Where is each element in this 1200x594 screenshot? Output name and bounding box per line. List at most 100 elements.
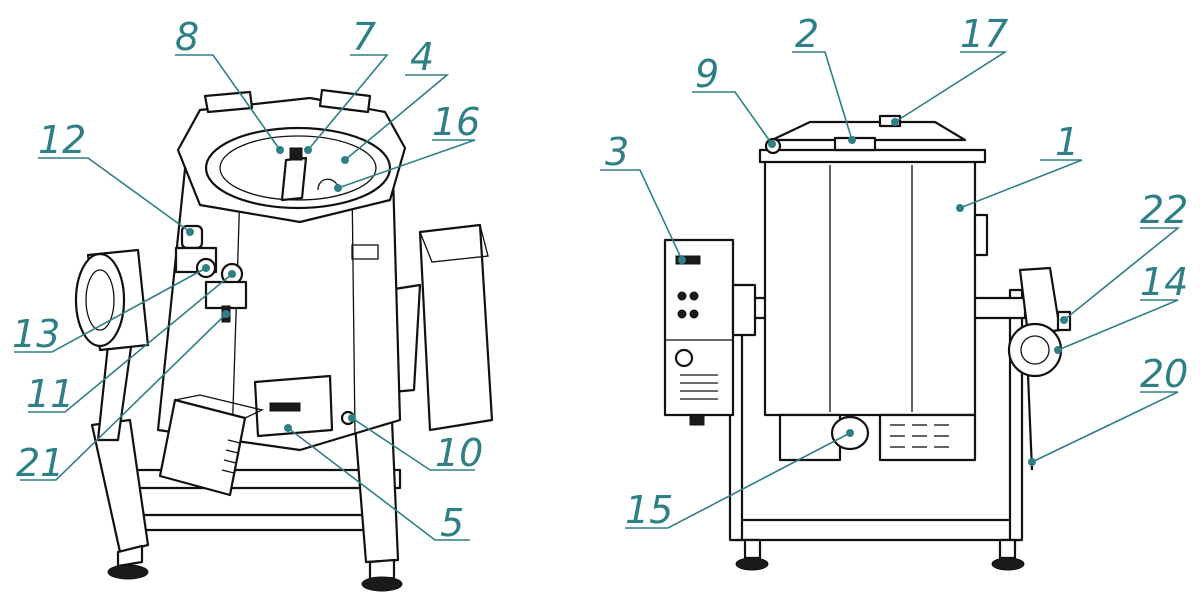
leader-22 xyxy=(1063,227,1181,321)
dot-13 xyxy=(202,264,210,272)
dot-20 xyxy=(1028,458,1036,466)
tank-seam-2 xyxy=(351,179,356,436)
heater-box xyxy=(158,398,247,497)
tank-seam-1 xyxy=(231,189,241,441)
callout-20: 20 xyxy=(1140,352,1188,396)
dot-10 xyxy=(348,414,356,422)
dot-22 xyxy=(1060,316,1068,324)
heater-box-vents xyxy=(221,439,241,474)
dot-12 xyxy=(186,228,194,236)
dot-1 xyxy=(956,204,964,212)
rear-side-bracket xyxy=(973,213,989,257)
leader-3 xyxy=(600,169,683,261)
callout-7: 7 xyxy=(352,15,376,59)
leader-7 xyxy=(307,54,389,151)
callout-dots xyxy=(186,118,1068,466)
right-foot xyxy=(361,576,403,592)
tank-nameplate xyxy=(351,244,379,260)
rear-lower-vents xyxy=(890,424,949,448)
dot-5 xyxy=(284,424,292,432)
front-panel-slot xyxy=(269,402,301,412)
rear-view-machine xyxy=(663,114,1072,571)
leader-9 xyxy=(692,91,773,145)
leader-16 xyxy=(337,139,476,189)
left-handwheel-inner xyxy=(85,269,115,331)
callout-16: 16 xyxy=(432,100,480,144)
control-panel-connector xyxy=(689,414,705,426)
rear-lower-box-right xyxy=(878,413,977,462)
lid-bracket-left xyxy=(203,90,254,114)
control-panel-switch xyxy=(674,348,694,368)
callout-10: 10 xyxy=(435,431,483,475)
handwheel-14 xyxy=(1007,322,1063,378)
leader-17 xyxy=(894,51,1008,123)
rear-base-rail xyxy=(733,518,1022,542)
rear-left-foot xyxy=(735,557,769,571)
leader-15 xyxy=(625,432,851,529)
leader-8 xyxy=(175,54,281,151)
dot-2 xyxy=(848,136,856,144)
rear-right-foot xyxy=(991,557,1025,571)
left-leg-foot-post xyxy=(116,544,144,568)
rear-left-post xyxy=(743,538,762,560)
leader-14 xyxy=(1057,299,1179,351)
heater-box-top xyxy=(174,394,264,419)
callout-8: 8 xyxy=(175,15,199,59)
rear-tank-body xyxy=(763,158,977,417)
callout-15: 15 xyxy=(625,488,673,532)
right-cabinet xyxy=(418,223,494,432)
dot-14 xyxy=(1054,346,1062,354)
callout-17: 17 xyxy=(960,12,1008,56)
left-foot xyxy=(107,564,149,580)
callout-5: 5 xyxy=(440,501,464,545)
mixer-shaft xyxy=(280,156,308,202)
rod-20 xyxy=(1026,374,1034,471)
handwheel-14-hub xyxy=(1020,335,1050,365)
dot-16 xyxy=(334,184,342,192)
rear-lid-rim xyxy=(758,148,987,164)
callout-12: 12 xyxy=(38,118,86,162)
leader-4 xyxy=(344,74,450,161)
control-panel-display xyxy=(675,255,701,265)
base-rail-bottom xyxy=(138,513,382,532)
callout-14: 14 xyxy=(1140,260,1188,304)
callout-21: 21 xyxy=(16,441,64,485)
callout-11: 11 xyxy=(26,372,74,416)
control-panel-buttons xyxy=(677,291,699,319)
dot-8 xyxy=(276,146,284,154)
valve-panel xyxy=(204,280,248,310)
leader-21 xyxy=(20,313,227,481)
leader-1 xyxy=(959,159,1083,209)
mixer-shaft-cap xyxy=(289,147,303,161)
leader-2 xyxy=(792,51,853,141)
leader-12 xyxy=(38,157,191,233)
control-panel-text-lines xyxy=(680,374,718,400)
leader-5 xyxy=(287,427,470,541)
callout-9: 9 xyxy=(695,52,719,96)
dot-21 xyxy=(222,310,230,318)
right-cabinet-top xyxy=(419,224,489,263)
leader-lines xyxy=(14,51,1181,541)
rear-lower-box-left xyxy=(778,413,842,462)
dot-9 xyxy=(768,140,776,148)
dot-3 xyxy=(678,256,686,264)
front-view-machine xyxy=(74,88,494,592)
leader-20 xyxy=(1031,391,1179,463)
control-panel-3 xyxy=(663,238,735,417)
callout-3: 3 xyxy=(605,130,629,174)
callout-4: 4 xyxy=(410,35,434,79)
callout-2: 2 xyxy=(795,12,819,56)
callout-1: 1 xyxy=(1055,120,1079,164)
dot-15 xyxy=(846,429,854,437)
leader-11 xyxy=(28,273,233,413)
left-handwheel xyxy=(74,252,126,348)
right-leg xyxy=(353,418,400,564)
tank-opening-inner xyxy=(219,135,377,201)
dot-17 xyxy=(891,118,899,126)
dot-4 xyxy=(341,156,349,164)
callout-13: 13 xyxy=(12,312,60,356)
dot-11 xyxy=(228,270,236,278)
rear-left-gearbox xyxy=(731,283,757,337)
